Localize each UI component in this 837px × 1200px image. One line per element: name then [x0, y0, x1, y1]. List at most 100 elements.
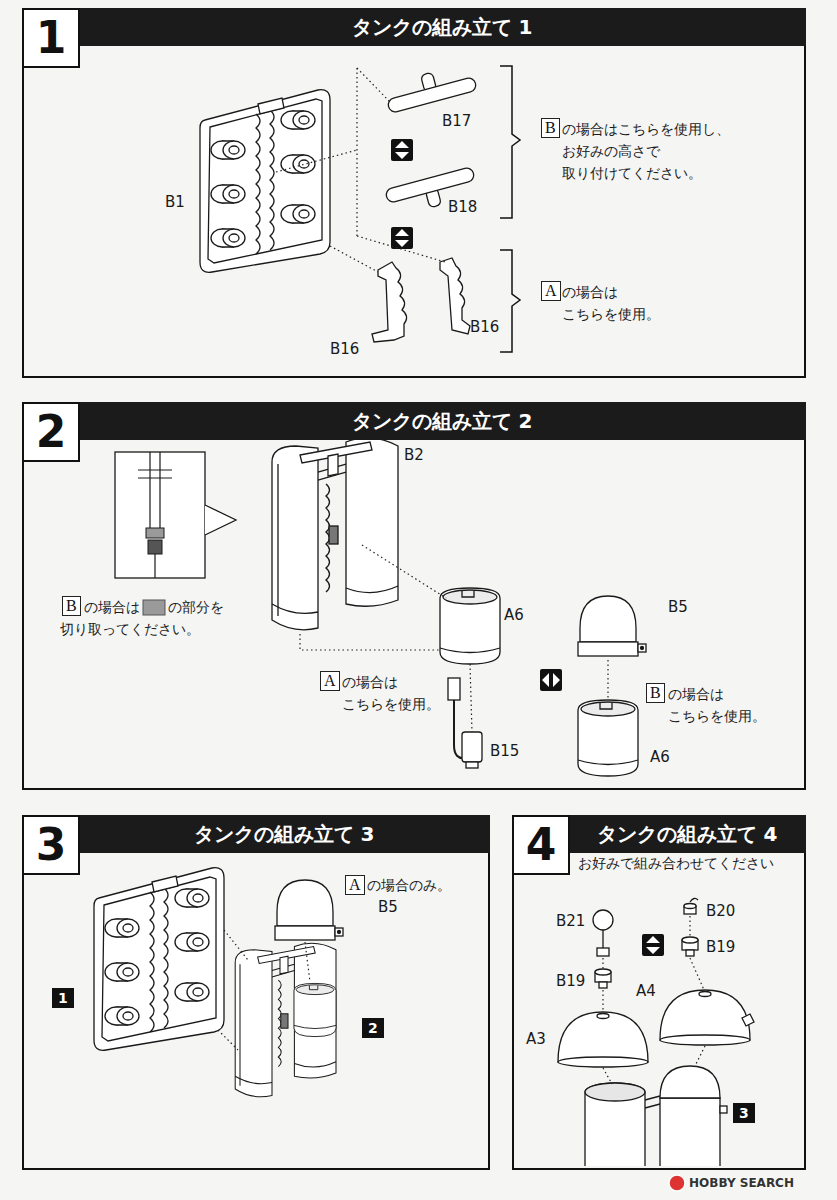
- leader-dots: [695, 1046, 705, 1066]
- a4-tab: [742, 1014, 754, 1026]
- tank-assembly: [585, 1066, 727, 1166]
- b18-bar: [385, 167, 479, 218]
- leader-dots: [356, 68, 357, 236]
- a3-dome: [558, 1012, 648, 1062]
- leader-dots: [689, 916, 690, 938]
- shell-part: [272, 438, 398, 630]
- step-number: 2: [22, 402, 80, 462]
- cylinder-tab: [720, 1106, 727, 1113]
- open-cylinder: [585, 1083, 645, 1166]
- part-number: A4: [636, 982, 656, 1000]
- inset-detail: [138, 452, 172, 528]
- watermark-logo: [669, 1175, 685, 1191]
- dome-part: [578, 596, 646, 656]
- instruction-note: 切り取ってください。: [60, 620, 200, 638]
- leader-dots: [607, 660, 608, 700]
- b20-top: [684, 904, 696, 909]
- instruction-note: の場合のみ。: [367, 876, 451, 894]
- b17-part: [383, 62, 479, 218]
- instruction-note: の場合は: [84, 598, 140, 616]
- b21-base: [597, 948, 609, 956]
- variant-letter: B: [545, 119, 556, 137]
- part-number: B5: [668, 598, 688, 616]
- step-title: タンクの組み立て 4: [568, 815, 806, 853]
- b21-ball: [593, 910, 613, 930]
- swap-icon: [391, 227, 413, 249]
- variant-letter: B: [66, 597, 77, 615]
- part-number: B18: [448, 198, 477, 216]
- part-number: B21: [556, 912, 585, 930]
- leader-dots: [602, 958, 603, 970]
- step-panel: 3タンクの組み立て 3A12: [22, 815, 490, 1170]
- variant-letter: A: [545, 282, 557, 300]
- swap-icon: [391, 139, 413, 161]
- inset-pointer: [205, 505, 236, 535]
- closed-cylinder: [660, 1098, 720, 1166]
- step-panel: 1タンクの組み立て 1BA: [22, 8, 806, 378]
- valve-knob: [466, 762, 478, 768]
- b19-top: [682, 937, 698, 943]
- variant-letter-box: A: [320, 671, 340, 691]
- variant-letter: A: [349, 876, 361, 894]
- instruction-note: お好みで組み合わせてください: [578, 854, 774, 872]
- fitted-dome: [660, 1066, 720, 1098]
- frame-part: [200, 90, 330, 273]
- bracket: [500, 66, 520, 218]
- frame-part: [94, 868, 224, 1051]
- part-number: B1: [165, 193, 185, 211]
- b16-part: [440, 258, 470, 334]
- variant-letter-box: A: [541, 281, 561, 301]
- instruction-note: の場合は こちらを使用。: [562, 281, 660, 325]
- detail-inset: [115, 452, 205, 578]
- step-ref-number: 3: [739, 1103, 749, 1123]
- leader-dots: [276, 150, 357, 172]
- part-number: B16: [470, 318, 499, 336]
- a4-rim: [660, 1035, 750, 1045]
- cylinder-opening: [585, 1083, 645, 1101]
- cut-swatch: [143, 600, 165, 615]
- tank-part: [440, 588, 500, 664]
- instruction-note: の場合は こちらを使用。: [342, 671, 440, 715]
- dome-caps: [558, 898, 754, 1067]
- part-number: A3: [526, 1030, 546, 1048]
- variant-letter-box: A: [345, 875, 365, 895]
- leader-dots: [357, 236, 445, 262]
- step-ref-box: 2: [362, 1018, 384, 1038]
- leader-dots: [305, 942, 310, 982]
- step-number: 1: [22, 8, 80, 68]
- instruction-note: の場合は こちらを使用。: [668, 683, 766, 727]
- variant-letter: A: [324, 672, 336, 690]
- tank-part: [578, 700, 638, 776]
- step-title: タンクの組み立て 2: [78, 402, 806, 440]
- leader-dots: [603, 1068, 612, 1084]
- part-number: B16: [330, 340, 359, 358]
- b17-rod: [387, 77, 478, 114]
- part-number: B19: [556, 972, 585, 990]
- shell-part: [235, 943, 336, 1097]
- leader-dots: [218, 1030, 238, 1050]
- a4-hole: [699, 992, 711, 997]
- b21-stem: [602, 930, 603, 948]
- tank-part: [294, 983, 336, 1036]
- a3-hole: [597, 1014, 609, 1019]
- part-number: B5: [378, 898, 398, 916]
- leader-dots: [357, 68, 390, 102]
- swap-icon: [540, 669, 562, 691]
- step-number: 4: [512, 815, 570, 875]
- b19-pin: [686, 950, 694, 956]
- b17-bar: [383, 62, 477, 113]
- leader-dots: [690, 958, 704, 990]
- part-number: A6: [650, 748, 670, 766]
- leader-dots: [224, 930, 248, 960]
- valve-body: [462, 732, 482, 762]
- step-ref-box: 3: [733, 1103, 755, 1123]
- inset-detail: [154, 554, 155, 578]
- instruction-note: の部分を: [168, 598, 224, 616]
- swap-icon: [642, 934, 664, 956]
- part-number: B2: [404, 446, 424, 464]
- leader-dots: [470, 664, 472, 732]
- cut-area: [146, 528, 164, 538]
- b18-rod: [385, 167, 476, 204]
- part-number: B19: [706, 938, 735, 956]
- bracket: [500, 250, 520, 352]
